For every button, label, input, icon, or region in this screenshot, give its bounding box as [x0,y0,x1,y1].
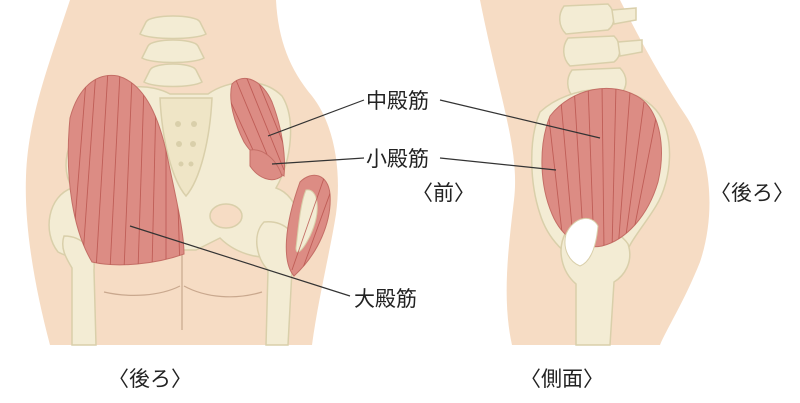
gluteus-medius-muscle-side [541,87,662,248]
label-gluteus-maximus: 大殿筋 [354,287,417,311]
rear-view [25,0,338,346]
caption-side-view: 〈側面〉 [520,367,604,391]
marker-back: 〈後ろ〉 [710,181,794,205]
label-gluteus-minimus: 小殿筋 [366,147,429,171]
marker-front: 〈前〉 [412,181,475,205]
leader-lines [129,99,601,297]
left-femur [61,235,97,346]
spine [139,15,207,88]
caption-rear-view: 〈後ろ〉 [108,367,192,391]
gluteus-medius-muscle-rear [230,78,285,177]
side-view [480,0,710,346]
sacrum [159,97,213,198]
gluteus-minimus-muscle-rear [249,149,283,181]
label-gluteus-medius: 中殿筋 [366,89,429,113]
